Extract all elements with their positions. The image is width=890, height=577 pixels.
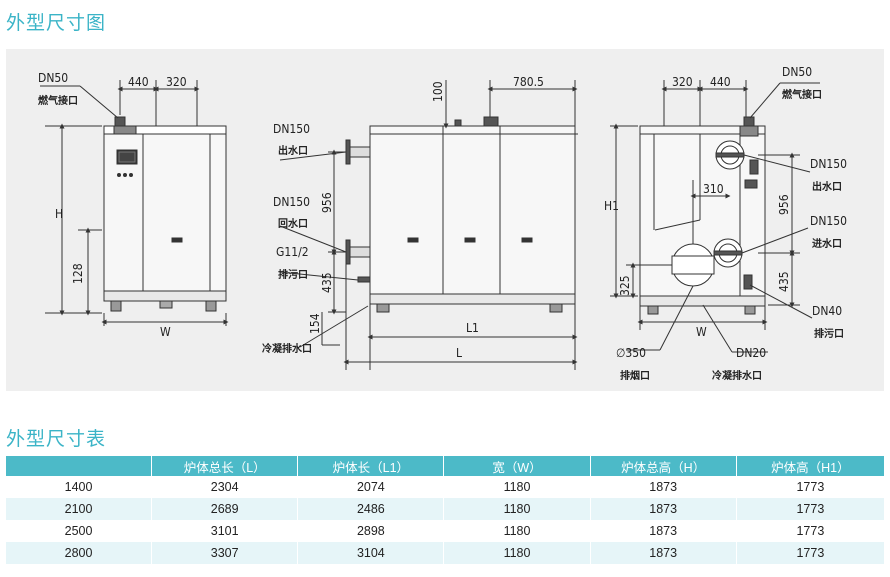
table-cell: 1773 <box>736 498 884 520</box>
table-row: 2500 3101 2898 1180 1873 1773 <box>6 520 884 542</box>
right-inlet-label: 进水口 <box>812 237 842 250</box>
table-row: 1400 2304 2074 1180 1873 1773 <box>6 476 884 498</box>
table-cell: 1180 <box>443 542 591 564</box>
left-view <box>40 80 229 326</box>
center-length1-label: L1 <box>466 321 479 335</box>
table-row: 2800 3307 3104 1180 1873 1773 <box>6 542 884 564</box>
left-dim-440: 440 <box>128 75 149 89</box>
table-cell: 1773 <box>736 520 884 542</box>
table-cell: 2689 <box>151 498 299 520</box>
left-width-label: W <box>160 325 171 339</box>
center-dim-100: 100 <box>431 81 445 102</box>
left-dim-320: 320 <box>166 75 187 89</box>
dimension-drawing-panel: DN50 燃气接口 440 320 H 128 W 100 780.5 DN15… <box>6 49 884 391</box>
right-drain-size: DN40 <box>812 304 842 318</box>
center-outlet-label: 出水口 <box>278 144 308 157</box>
column-header-total-length: 炉体总长（L） <box>151 456 299 476</box>
right-gas-label: 燃气接口 <box>782 88 822 101</box>
column-header-body-height: 炉体高（H1） <box>736 456 884 476</box>
table-cell: 2486 <box>297 498 445 520</box>
table-section-title: 外型尺寸表 <box>6 429 107 450</box>
right-width-label: W <box>696 325 707 339</box>
right-inlet-size: DN150 <box>810 214 847 228</box>
center-dim-956: 956 <box>320 192 334 213</box>
drawing-section-title: 外型尺寸图 <box>6 13 107 34</box>
table-cell: 1873 <box>590 476 737 498</box>
right-outlet-size: DN150 <box>810 157 847 171</box>
right-condensate-size: DN20 <box>736 346 766 360</box>
table-cell: 1180 <box>443 520 591 542</box>
right-flue-size: ∅350 <box>616 346 646 360</box>
table-cell: 1873 <box>590 520 737 542</box>
table-cell: 2304 <box>151 476 299 498</box>
drawing-labels: DN50 燃气接口 440 320 H 128 W 100 780.5 DN15… <box>38 65 847 382</box>
right-flue-label: 排烟口 <box>620 369 650 382</box>
right-gas-size: DN50 <box>782 65 812 79</box>
left-gas-label: 燃气接口 <box>38 94 78 107</box>
table-cell: 2898 <box>297 520 445 542</box>
right-height1-label: H1 <box>604 199 619 213</box>
center-dim-154: 154 <box>308 313 322 334</box>
center-drain-size: G11/2 <box>276 245 309 259</box>
table-cell: 3307 <box>151 542 299 564</box>
center-dim-780: 780.5 <box>513 75 544 89</box>
right-dim-435: 435 <box>777 271 791 292</box>
table-cell: 1773 <box>736 542 884 564</box>
center-length-label: L <box>456 346 462 360</box>
table-cell: 2100 <box>6 498 153 520</box>
right-dim-320: 320 <box>672 75 693 89</box>
left-dim-128: 128 <box>71 263 85 284</box>
center-return-size: DN150 <box>273 195 310 209</box>
column-header-total-height: 炉体总高（H） <box>590 456 737 476</box>
right-condensate-label: 冷凝排水口 <box>712 369 762 382</box>
table-cell: 2074 <box>297 476 445 498</box>
center-return-label: 回水口 <box>278 217 308 230</box>
table-cell: 1180 <box>443 476 591 498</box>
right-dim-440: 440 <box>710 75 731 89</box>
right-drain-label: 排污口 <box>814 327 844 340</box>
table-cell: 1873 <box>590 498 737 520</box>
table-row: 2100 2689 2486 1180 1873 1773 <box>6 498 884 520</box>
right-dim-310: 310 <box>703 182 724 196</box>
left-height-label: H <box>55 207 63 221</box>
dimensions-table: 炉体总长（L） 炉体长（L1） 宽（W） 炉体总高（H） 炉体高（H1） 140… <box>6 456 884 564</box>
table-cell: 1180 <box>443 498 591 520</box>
dimension-drawing: DN50 燃气接口 440 320 H 128 W 100 780.5 DN15… <box>38 65 847 382</box>
table-cell: 2500 <box>6 520 153 542</box>
left-gas-size: DN50 <box>38 71 68 85</box>
table-cell: 1873 <box>590 542 737 564</box>
center-view <box>279 80 578 370</box>
center-drain-label: 排污口 <box>278 268 308 281</box>
table-cell: 3104 <box>297 542 445 564</box>
table-cell: 1773 <box>736 476 884 498</box>
table-cell: 1400 <box>6 476 153 498</box>
right-view <box>610 80 820 353</box>
right-outlet-label: 出水口 <box>812 180 842 193</box>
table-cell: 3101 <box>151 520 299 542</box>
column-header-model <box>6 456 153 476</box>
table-header-row: 炉体总长（L） 炉体长（L1） 宽（W） 炉体总高（H） 炉体高（H1） <box>6 456 884 476</box>
center-dim-435: 435 <box>320 272 334 293</box>
column-header-width: 宽（W） <box>443 456 591 476</box>
center-condensate-label: 冷凝排水口 <box>262 342 312 355</box>
center-outlet-size: DN150 <box>273 122 310 136</box>
right-dim-956: 956 <box>777 194 791 215</box>
right-dim-325: 325 <box>618 275 632 296</box>
column-header-body-length: 炉体长（L1） <box>297 456 445 476</box>
table-cell: 2800 <box>6 542 153 564</box>
